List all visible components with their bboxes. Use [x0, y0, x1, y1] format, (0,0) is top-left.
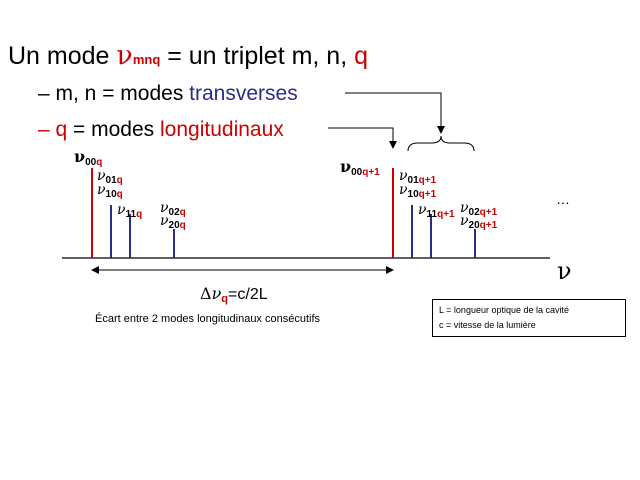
spacing-label: Δνq=c/2L: [200, 284, 268, 305]
nu-mnq-symbol: ν: [116, 40, 133, 71]
label-nu10q: ν10q: [97, 182, 123, 200]
bullet-term-longitudinaux: longitudinaux: [160, 118, 284, 141]
slide-title: Un mode νmnq = un triplet m, n, q: [8, 40, 368, 71]
label-nu01q1: ν01q+1: [399, 168, 437, 186]
nu-mnq-subscript: mnq: [132, 52, 161, 67]
label-nu10q1: ν10q+1: [399, 182, 437, 200]
pointer-longitudinal: [328, 127, 397, 149]
axis-label-nu: ν: [557, 257, 572, 285]
label-nu11q: ν11q: [117, 202, 143, 220]
legend-line-c: c = vitesse de la lumière: [439, 320, 536, 330]
transverse-brace: [407, 135, 475, 152]
label-nu02q: ν02q: [160, 200, 186, 218]
bullet-transverse: – m, n = modes transverses: [38, 82, 298, 106]
bullet-lead: = modes: [67, 118, 161, 141]
pointer-transverse: [345, 92, 445, 134]
bullet-term-transverses: transverses: [189, 82, 298, 105]
title-q: q: [354, 42, 369, 70]
bullet-longitudinal: – q = modes longitudinaux: [38, 118, 284, 142]
spacing-caption: Écart entre 2 modes longitudinaux conséc…: [95, 313, 321, 325]
legend-box: L = longueur optique de la cavité c = vi…: [432, 299, 626, 337]
label-nu02q1: ν02q+1: [460, 200, 498, 218]
bullet-dash-q: – q: [38, 118, 68, 141]
title-suffix: = un triplet m, n,: [160, 42, 355, 70]
legend-line-L: L = longueur optique de la cavité: [439, 305, 570, 315]
bullet-dash: –: [38, 82, 56, 105]
label-nu01q: ν01q: [97, 168, 123, 186]
label-nu00q1: ν00q+1: [340, 157, 380, 178]
title-prefix: Un mode: [8, 42, 117, 70]
bullet-lead: m, n = modes: [55, 82, 190, 105]
label-nu20q1: ν20q+1: [460, 213, 498, 231]
label-nu00q: ν00q: [74, 147, 103, 168]
label-nu20q: ν20q: [160, 213, 186, 231]
label-nu11q1: ν11q+1: [418, 202, 455, 220]
ellipsis: …: [556, 191, 570, 207]
